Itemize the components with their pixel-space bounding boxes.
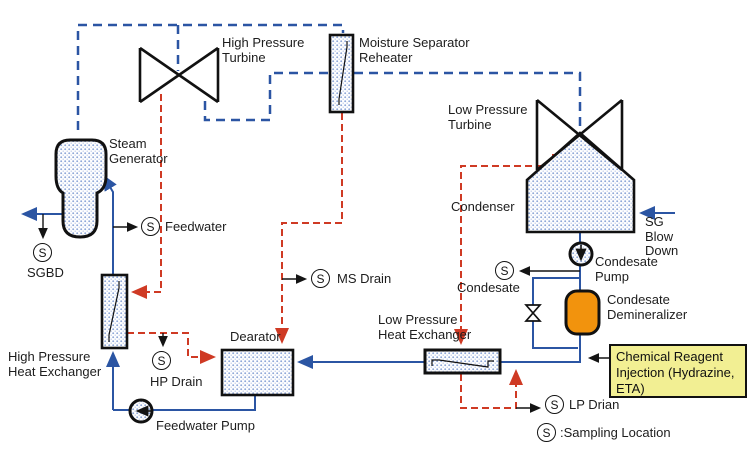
- s-symbol: S: [157, 353, 166, 368]
- lp-hx-label: Low Pressure Heat Exchanger: [378, 312, 472, 342]
- hp-hx-label: High Pressure Heat Exchanger: [8, 349, 102, 379]
- lp-turbine-label: Low Pressure Turbine: [448, 102, 528, 132]
- sampling-label-sgbd: SGBD: [27, 265, 64, 280]
- sampling-point-hp-drain: S: [152, 351, 171, 370]
- main-steam-line: [76, 23, 345, 130]
- hp-turbine-drain-line: [131, 94, 162, 299]
- s-symbol: S: [542, 425, 551, 440]
- hp-hx-internal-line: [108, 281, 120, 342]
- dearator-to-pump-line: [113, 395, 256, 411]
- s-symbol: S: [550, 397, 559, 412]
- hp-turbine-shape: [138, 46, 220, 104]
- sampling-point-feedwater: S: [141, 217, 160, 236]
- sampling-label-ms-drain: MS Drain: [337, 271, 392, 286]
- legend-s-symbol: S: [537, 423, 556, 442]
- condenser-label: Condenser: [451, 199, 515, 214]
- legend-text: :Sampling Location: [560, 425, 671, 440]
- sampling-point-lp-drain: S: [545, 395, 564, 414]
- s-symbol: S: [146, 219, 155, 234]
- hp-drain-to-dearator-line: [127, 332, 216, 364]
- hp-turbine-label: High Pressure Turbine: [222, 35, 305, 65]
- lp-hx-internal-line: [431, 359, 494, 368]
- steam-generator-shape: [54, 138, 108, 239]
- lp-turbine-shape: [535, 98, 624, 172]
- condensate-main-line: [297, 232, 581, 369]
- sampling-label-condensate: Condesate: [457, 280, 520, 295]
- msr-to-lp-turbine-line: [354, 71, 582, 126]
- dearator-shape: [220, 348, 295, 397]
- sampling-label-lp-drain: LP Drian: [569, 397, 620, 412]
- feedwater-riser-line: [102, 174, 117, 275]
- s-symbol: S: [500, 263, 509, 278]
- chemical-injection-label: Chemical Reagent Injection (Hydrazine, E…: [616, 349, 735, 396]
- condensate-pump-label: Condesate Pump: [595, 254, 658, 284]
- msr-internal-line: [338, 41, 348, 105]
- sampling-label-feedwater: Feedwater: [165, 219, 227, 234]
- demineralizer-label: Condesate Demineralizer: [607, 292, 688, 322]
- sampling-point-condensate: S: [495, 261, 514, 280]
- demineralizer-shape: [564, 289, 601, 336]
- condenser-shape: [525, 131, 636, 234]
- sampling-point-sgbd: S: [33, 243, 52, 262]
- msr-shape: [328, 33, 355, 114]
- steam-generator-label: Steam Generator: [109, 136, 168, 166]
- feedwater-pump-label: Feedwater Pump: [156, 418, 255, 433]
- bypass-valve-icon: [524, 304, 542, 322]
- dearator-label: Dearator: [230, 329, 281, 344]
- hp-exhaust-to-msr-line: [203, 71, 328, 122]
- lp-heat-exchanger-shape: [423, 348, 502, 375]
- sampling-label-hp-drain: HP Drain: [150, 374, 203, 389]
- lp-drain-return-line: [460, 369, 523, 409]
- chemical-injection-box: [609, 344, 747, 398]
- sg-blowdown-label: SG Blow Down: [645, 214, 679, 259]
- msr-drain-line: [275, 113, 343, 344]
- s-symbol: S: [316, 271, 325, 286]
- s-symbol: S: [38, 245, 47, 260]
- sampling-point-ms-drain: S: [311, 269, 330, 288]
- msr-label: Moisture Separator Reheater: [359, 35, 470, 65]
